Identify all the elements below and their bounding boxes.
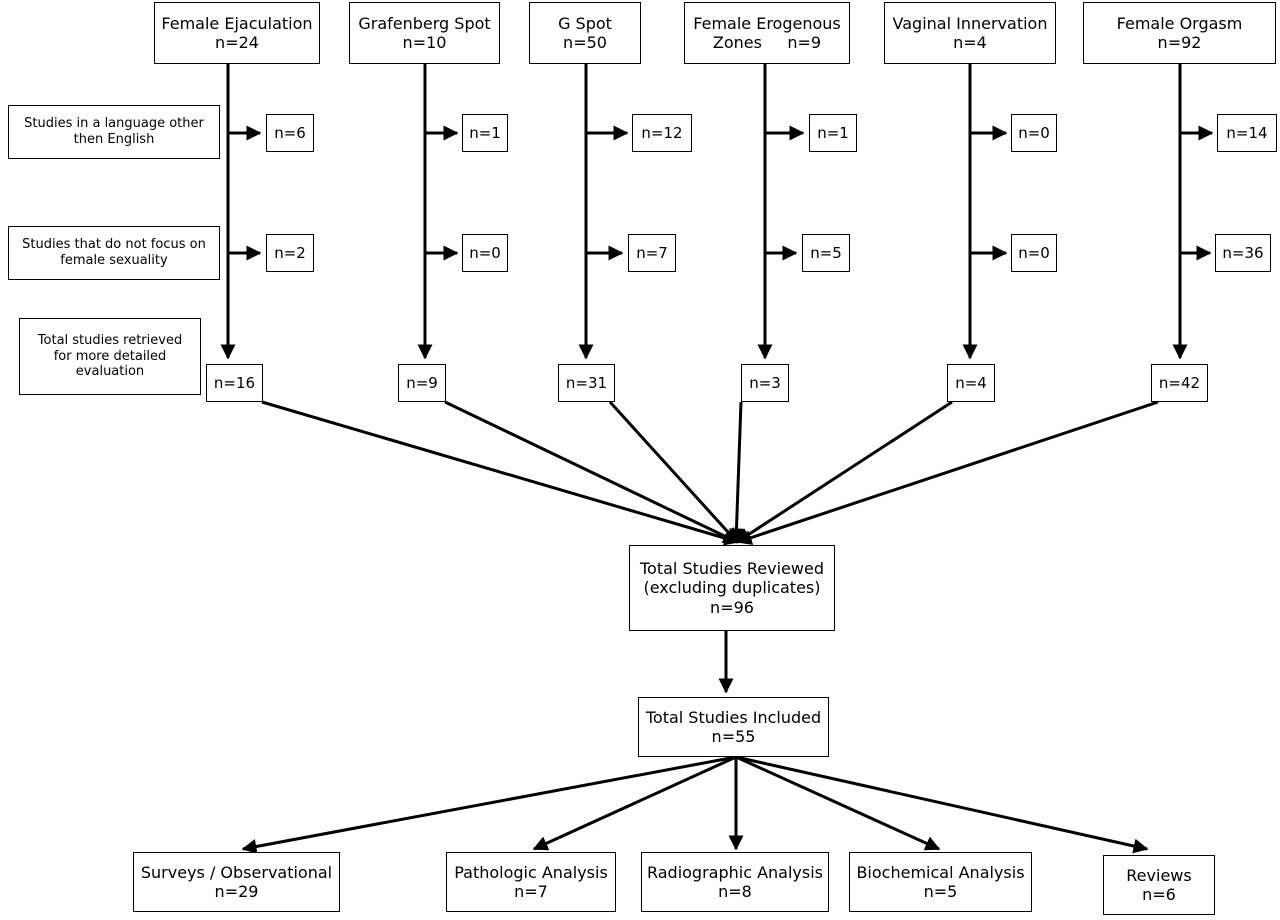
arrow-out-biochemical [735,755,941,851]
count-focus-grafenberg: n=0 [462,234,508,272]
count-language-ejaculation: n=6 [266,114,314,152]
label-retrieved: Total studies retrieved for more detaile… [19,318,201,395]
source-count: n=10 [402,33,447,52]
source-count: Zones n=9 [712,33,822,52]
outcome-surveys: Surveys / Observational n=29 [133,852,340,912]
count-focus-gspot: n=7 [628,234,676,272]
source-title: G Spot [558,13,612,33]
source-count: n=4 [953,33,987,52]
count-retrieved-grafenberg: n=9 [398,364,446,402]
outcome-radiographic: Radiographic Analysis n=8 [641,852,829,912]
arrow-merge-2 [444,400,739,544]
total-included-box: Total Studies Included n=55 [638,697,829,757]
count-language-innervation: n=0 [1011,114,1057,152]
source-box-gspot: G Spot n=50 [529,2,641,64]
label-focus-exclusion: Studies that do not focus on female sexu… [8,226,220,280]
arrow-merge-6 [736,400,1159,545]
count-language-erogenous: n=1 [809,114,857,152]
count-language-gspot: n=12 [632,114,692,152]
outcome-pathologic: Pathologic Analysis n=7 [446,852,616,912]
count-focus-innervation: n=0 [1011,234,1057,272]
outcome-biochemical: Biochemical Analysis n=5 [849,852,1032,912]
arrow-out-pathologic [532,755,737,851]
source-count: n=24 [215,33,259,52]
source-count: n=50 [563,33,607,52]
arrow-merge-1 [261,400,740,546]
source-box-ejaculation: Female Ejaculation n=24 [154,2,320,64]
count-language-orgasm: n=14 [1217,114,1277,152]
label-language-exclusion: Studies in a language other then English [8,105,220,159]
arrow-out-reviews [735,755,1149,854]
count-retrieved-erogenous: n=3 [741,364,789,402]
source-box-orgasm: Female Orgasm n=92 [1083,2,1276,64]
source-title: Vaginal Innervation [892,13,1048,33]
count-focus-orgasm: n=36 [1215,234,1271,272]
count-retrieved-gspot: n=31 [558,364,615,402]
source-title: Grafenberg Spot [358,13,491,33]
arrow-merge-4 [728,401,744,544]
arrow-merge-5 [735,400,953,544]
source-box-grafenberg: Grafenberg Spot n=10 [349,2,500,64]
source-title: Female Erogenous [693,13,841,33]
count-retrieved-orgasm: n=42 [1151,364,1208,402]
source-count: n=92 [1157,33,1202,52]
arrow-merge-3 [608,400,739,544]
outcome-reviews: Reviews n=6 [1103,855,1215,915]
source-box-erogenous: Female Erogenous Zones n=9 [684,2,850,64]
arrow-out-surveys [241,755,737,854]
count-retrieved-innervation: n=4 [947,364,995,402]
count-focus-ejaculation: n=2 [266,234,314,272]
source-title: Female Ejaculation [161,13,313,33]
source-title: Female Orgasm [1116,13,1243,33]
count-language-grafenberg: n=1 [462,114,508,152]
count-retrieved-ejaculation: n=16 [206,364,263,402]
total-reviewed-box: Total Studies Reviewed (excluding duplic… [629,545,835,631]
count-focus-erogenous: n=5 [802,234,850,272]
source-box-innervation: Vaginal Innervation n=4 [884,2,1056,64]
